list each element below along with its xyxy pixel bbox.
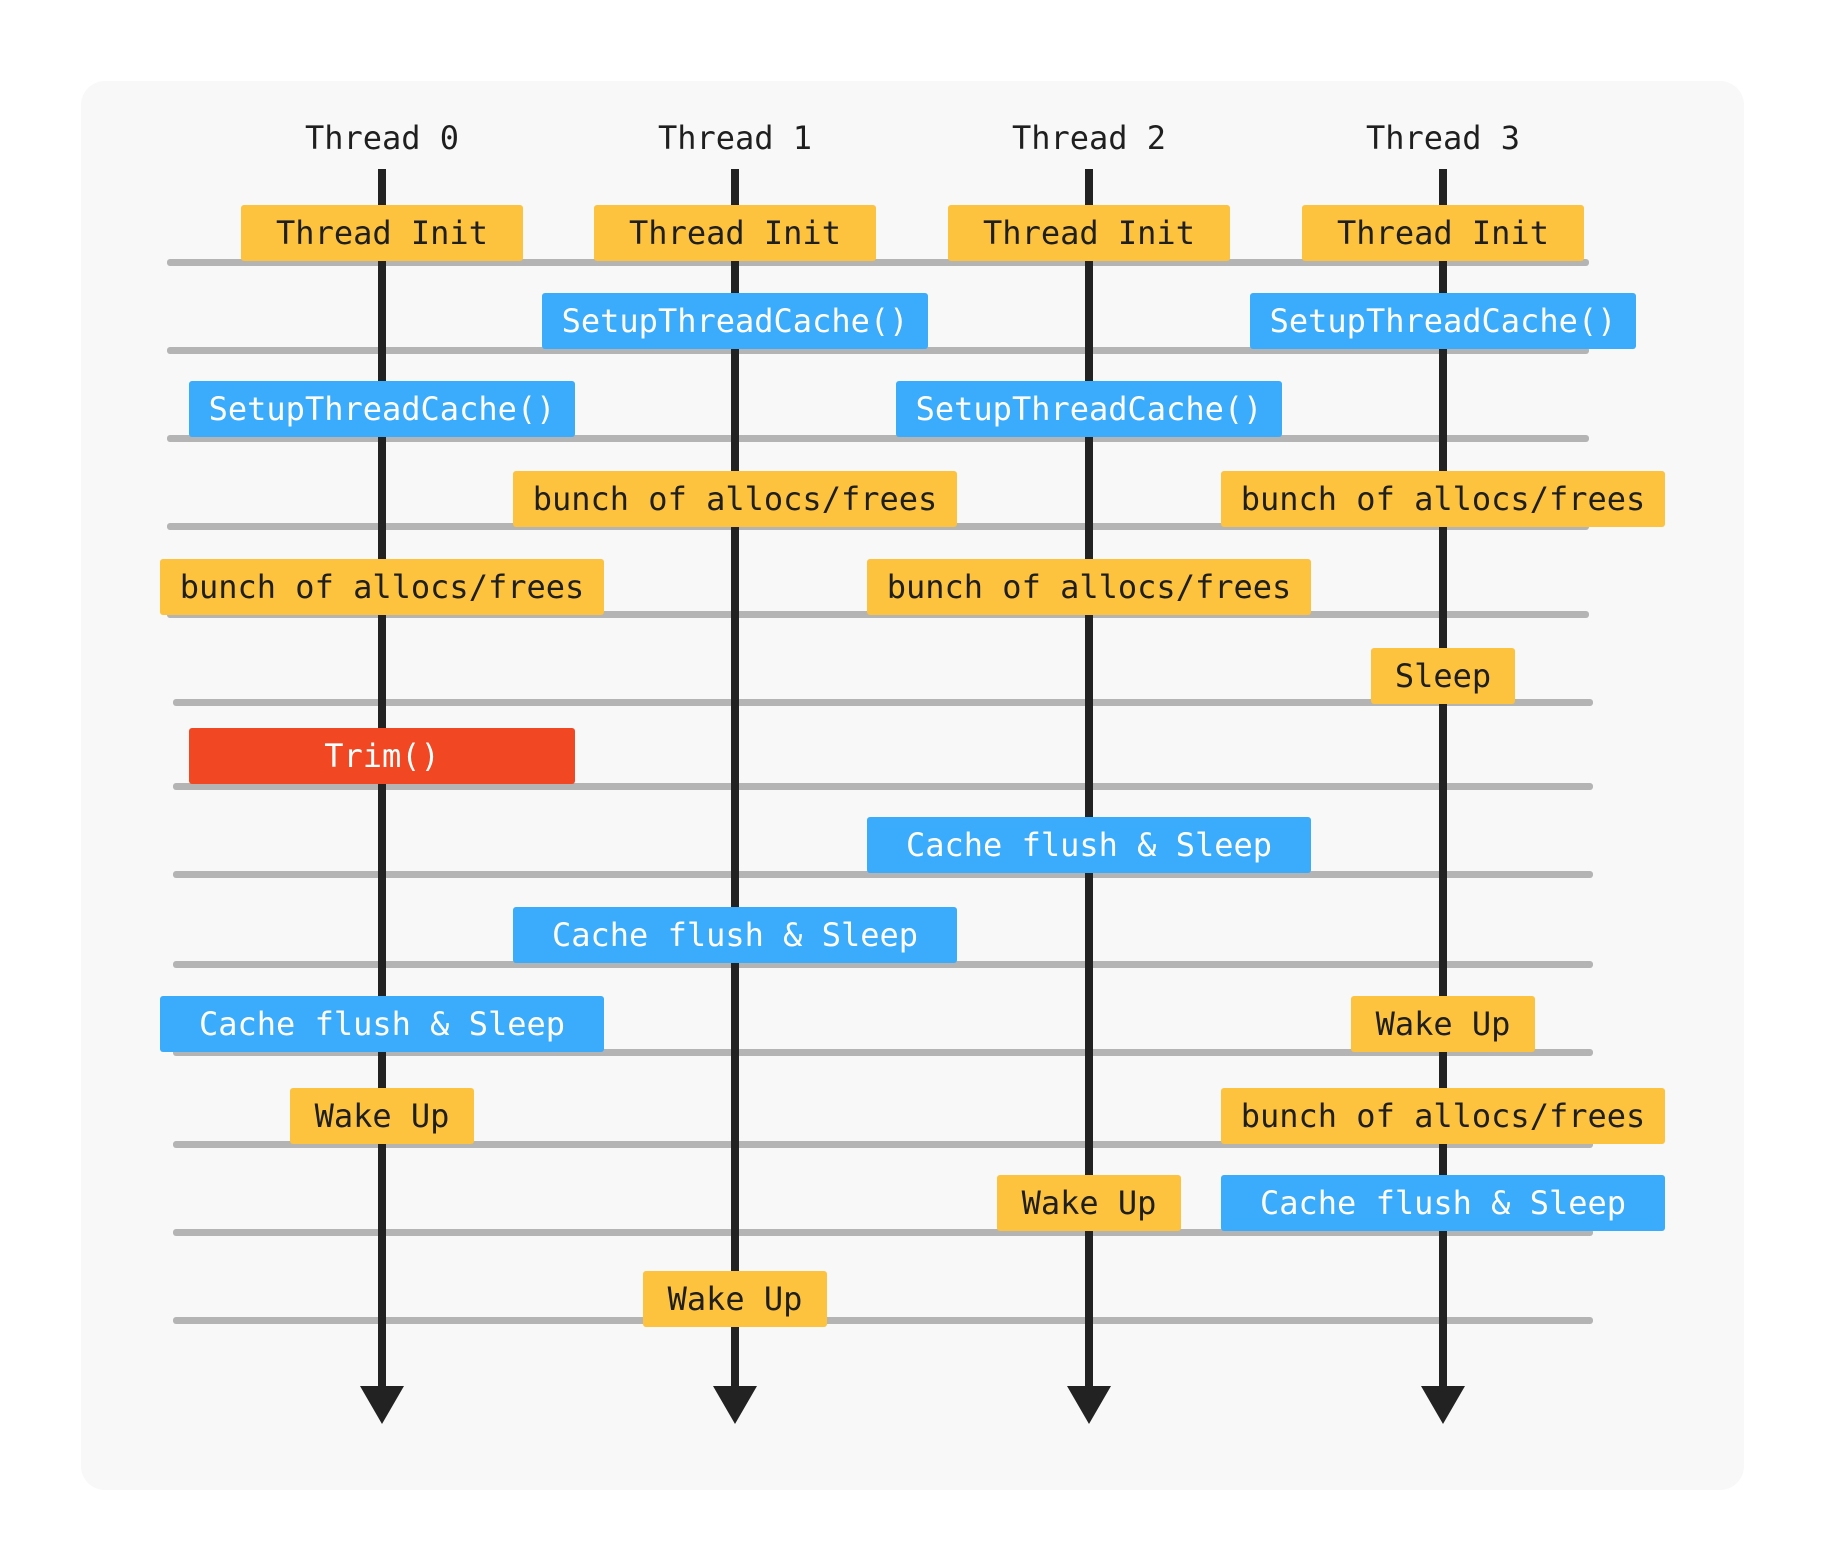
- event-box: bunch of allocs/frees: [160, 559, 604, 615]
- event-box: SetupThreadCache(): [189, 381, 575, 437]
- thread-header-3: Thread 3: [1365, 119, 1521, 157]
- event-box: Thread Init: [948, 205, 1230, 261]
- thread-header-1: Thread 1: [657, 119, 813, 157]
- event-box: bunch of allocs/frees: [1221, 1088, 1665, 1144]
- event-box: SetupThreadCache(): [1250, 293, 1636, 349]
- event-box: bunch of allocs/frees: [1221, 471, 1665, 527]
- row-divider-line: [173, 783, 1593, 790]
- row-divider-line: [173, 961, 1593, 968]
- timeline-thread-2: [1085, 169, 1093, 1395]
- event-box: Trim(): [189, 728, 575, 784]
- event-box: Cache flush & Sleep: [513, 907, 957, 963]
- arrow-down-icon: [360, 1386, 404, 1424]
- row-divider-line: [173, 1317, 1593, 1324]
- row-divider-line: [173, 1049, 1593, 1056]
- event-box: Wake Up: [1351, 996, 1535, 1052]
- event-box: Thread Init: [1302, 205, 1584, 261]
- arrow-down-icon: [713, 1386, 757, 1424]
- row-divider-line: [173, 699, 1593, 706]
- event-box: bunch of allocs/frees: [513, 471, 957, 527]
- thread-header-2: Thread 2: [1011, 119, 1167, 157]
- event-box: Wake Up: [643, 1271, 827, 1327]
- event-box: SetupThreadCache(): [896, 381, 1282, 437]
- row-divider-line: [173, 871, 1593, 878]
- row-divider-line: [167, 259, 1589, 266]
- row-divider-line: [173, 1141, 1593, 1148]
- event-box: Cache flush & Sleep: [160, 996, 604, 1052]
- event-box: SetupThreadCache(): [542, 293, 928, 349]
- event-box: Cache flush & Sleep: [1221, 1175, 1665, 1231]
- row-divider-line: [173, 1229, 1593, 1236]
- arrow-down-icon: [1421, 1386, 1465, 1424]
- event-box: Thread Init: [594, 205, 876, 261]
- row-divider-line: [167, 435, 1589, 442]
- event-box: Wake Up: [290, 1088, 474, 1144]
- timeline-thread-3: [1439, 169, 1447, 1395]
- event-box: Sleep: [1371, 648, 1515, 704]
- timeline-thread-1: [731, 169, 739, 1395]
- event-box: bunch of allocs/frees: [867, 559, 1311, 615]
- thread-header-0: Thread 0: [304, 119, 460, 157]
- row-divider-line: [167, 347, 1589, 354]
- event-box: Cache flush & Sleep: [867, 817, 1311, 873]
- event-box: Wake Up: [997, 1175, 1181, 1231]
- event-box: Thread Init: [241, 205, 523, 261]
- arrow-down-icon: [1067, 1386, 1111, 1424]
